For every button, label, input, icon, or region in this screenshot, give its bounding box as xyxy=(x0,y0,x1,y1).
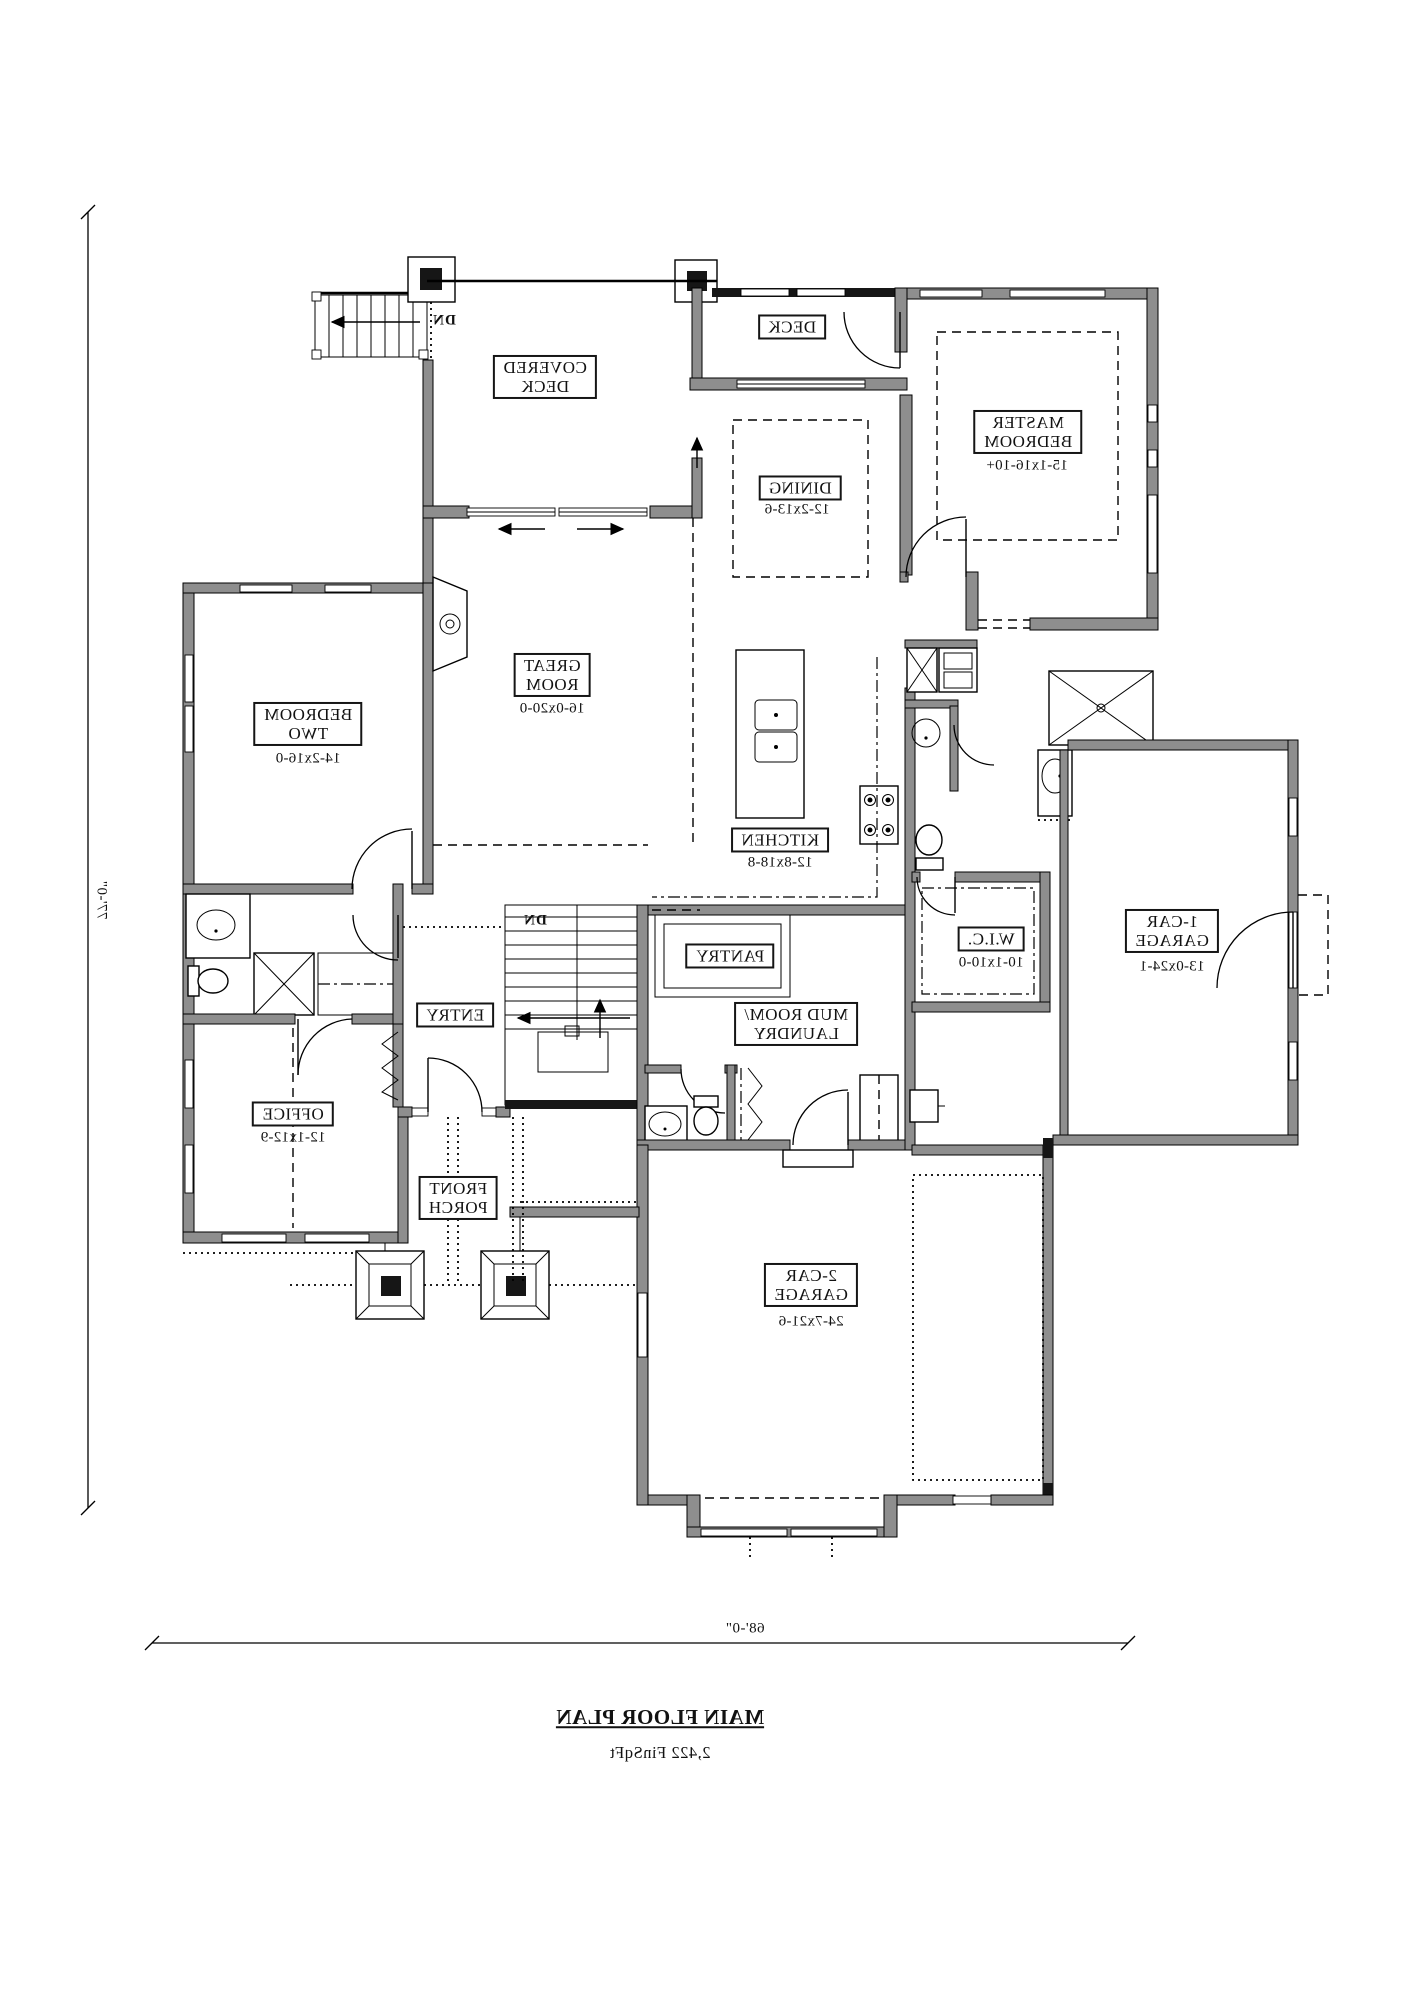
room-dims-office: 12-1x12-9 xyxy=(260,1129,326,1146)
room-label-dining: DINING xyxy=(758,475,842,501)
room-label-entry: ENTRY xyxy=(415,1002,495,1028)
room-label-deck: DECK xyxy=(757,314,827,340)
stair-down-label-exterior: DN xyxy=(432,312,456,329)
room-label-pantry: PANTRY xyxy=(685,943,775,969)
room-dims-master-bedroom: 15-1x16-10+ xyxy=(986,457,1068,474)
room-label-office: OFFICE xyxy=(252,1101,334,1127)
room-dims-bedroom-two: 14-2x16-0 xyxy=(275,750,341,767)
room-dims-one-car-garage: 13-0x24-1 xyxy=(1139,958,1205,975)
room-dims-wic: 10-1x10-0 xyxy=(958,954,1024,971)
room-dims-kitchen: 12-8x18-8 xyxy=(747,854,813,871)
room-dims-great-room: 16-0x20-0 xyxy=(519,700,585,717)
plan-title: MAIN FLOOR PLAN xyxy=(555,1705,765,1730)
room-dims-dining: 12-2x13-6 xyxy=(764,501,830,518)
room-label-master-bedroom: MASTER BEDROOM xyxy=(973,409,1083,455)
room-label-great-room: GREAT ROOM xyxy=(513,652,591,698)
stair-down-label-interior: DN xyxy=(523,912,547,929)
room-dims-two-car-garage: 24-7x21-6 xyxy=(778,1313,844,1330)
room-label-wic: W.I.C. xyxy=(957,926,1025,952)
dimension-overall-width: 68'-0" xyxy=(725,1620,765,1637)
plan-square-footage: 2,422 FinSqFt xyxy=(609,1742,711,1762)
room-label-mud-room: MUD ROOM/ LAUNDRY xyxy=(733,1001,859,1047)
room-label-covered-deck: COVERED DECK xyxy=(493,354,597,400)
room-label-front-porch: FRONT PORCH xyxy=(418,1175,498,1221)
room-label-one-car-garage: 1-CAR GARAGE xyxy=(1125,908,1219,954)
room-label-kitchen: KITCHEN xyxy=(730,827,830,853)
room-label-bedroom-two: BEDROOM TWO xyxy=(253,701,363,747)
dimension-overall-depth: 77'-0" xyxy=(93,880,110,920)
room-label-two-car-garage: 2-CAR GARAGE xyxy=(764,1262,858,1308)
